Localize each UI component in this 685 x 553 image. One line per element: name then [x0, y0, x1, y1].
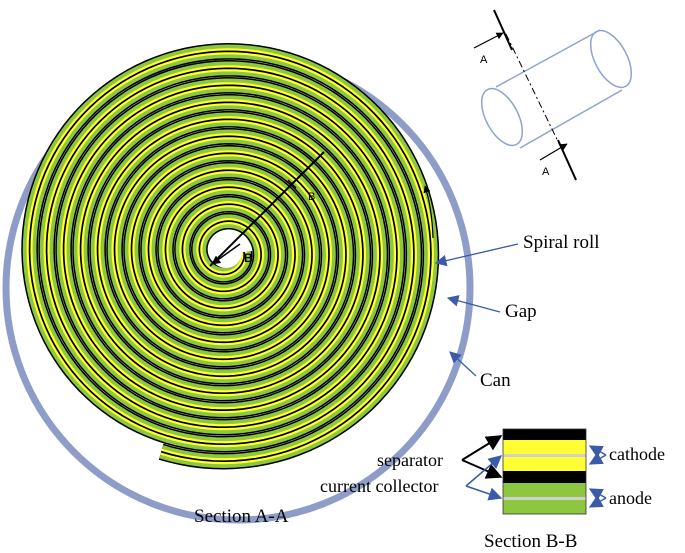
current-collector-label: current collector [320, 476, 438, 496]
cathode-label: cathode [609, 444, 665, 464]
spiral-roll-pointer [434, 243, 519, 267]
can-pointer [449, 351, 477, 377]
rotation-arrow [423, 185, 434, 239]
section-a-bottom-tick [557, 139, 577, 181]
collector-arrow-2 [465, 485, 503, 501]
anode-label: anode [609, 488, 652, 508]
cylinder-sketch [480, 29, 633, 149]
layer-stack [502, 428, 587, 515]
separator-arrow-2 [461, 459, 503, 479]
separator-label: separator [377, 450, 443, 470]
section-aa-label: Section A-A [194, 506, 289, 527]
section-a-top-tick [493, 9, 513, 51]
section-b-line [209, 151, 325, 267]
mandrel-hole [210, 236, 242, 268]
anode-arrow-1 [588, 488, 607, 501]
cathode-arrow-1 [588, 445, 607, 458]
separator-arrow-1 [461, 435, 503, 461]
gap-label: Gap [505, 301, 537, 322]
section-a-top-arrow [473, 32, 504, 49]
can-label: Can [480, 370, 511, 391]
a-bottom-label: A [542, 166, 550, 178]
a-top-label: A [480, 54, 488, 66]
section-b-arrow [211, 243, 241, 265]
spiral-roll-label: Spiral roll [523, 232, 600, 253]
spiral-roll [21, 43, 440, 470]
b-radial-label: B [308, 191, 315, 203]
spiral-separator-line [28, 50, 432, 463]
section-bb-label: Section B-B [484, 531, 577, 552]
b-radial-tick [287, 179, 297, 189]
anode-arrow-2 [588, 495, 607, 508]
cathode-arrow-2 [588, 452, 607, 465]
gap-pointer [446, 295, 501, 313]
collector-arrow-1 [465, 455, 503, 487]
b-center-label: B [244, 251, 253, 265]
section-a-bottom-arrow [539, 143, 568, 161]
